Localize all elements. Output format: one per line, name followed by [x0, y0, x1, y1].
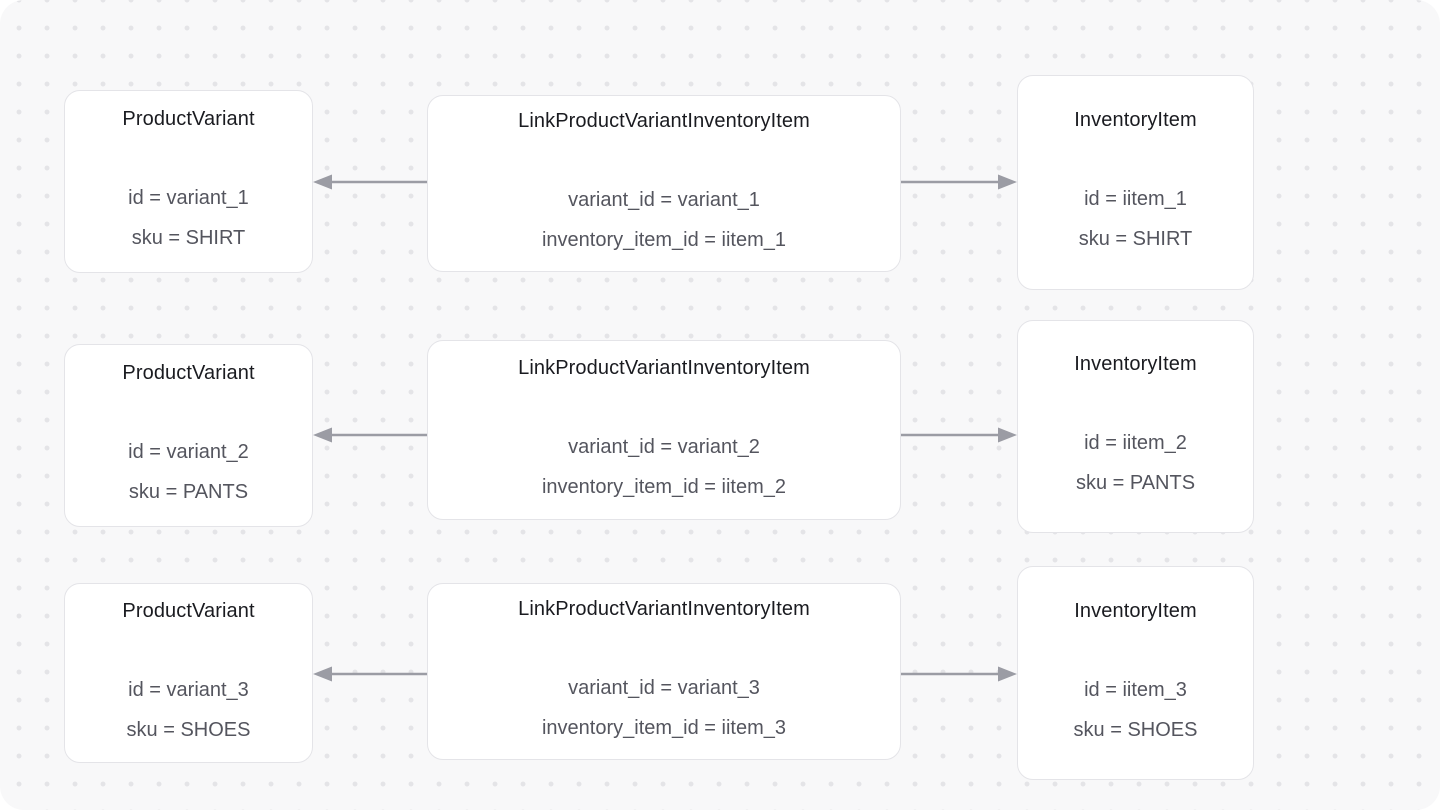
node-field-id: id = iitem_2 — [1084, 432, 1187, 454]
node-field-sku: sku = SHOES — [126, 718, 251, 741]
node-productvariant-1: ProductVariant id = variant_1 sku = SHIR… — [64, 90, 313, 273]
node-field-id: id = variant_3 — [128, 678, 249, 701]
node-field-sku: sku = SHIRT — [1078, 228, 1193, 250]
node-fields: id = iitem_3 sku = SHOES — [1074, 670, 1198, 750]
node-title: LinkProductVariantInventoryItem — [518, 356, 810, 379]
node-fields: id = variant_2 sku = PANTS — [128, 432, 249, 512]
node-field-id: id = variant_1 — [128, 187, 249, 209]
node-productvariant-3: ProductVariant id = variant_3 sku = SHOE… — [64, 583, 313, 763]
arrow-left-icon — [313, 427, 427, 443]
node-inventoryitem-2: InventoryItem id = iitem_2 sku = PANTS — [1017, 320, 1254, 533]
arrow-left-icon — [313, 174, 427, 190]
node-field-inventory-item-id: inventory_item_id = iitem_3 — [541, 717, 786, 739]
node-field-inventory-item-id: inventory_item_id = iitem_2 — [541, 475, 786, 498]
node-inventoryitem-3: InventoryItem id = iitem_3 sku = SHOES — [1017, 566, 1254, 780]
node-inventoryitem-1: InventoryItem id = iitem_1 sku = SHIRT — [1017, 75, 1254, 290]
node-link-productvariant-inventoryitem-1: LinkProductVariantInventoryItem variant_… — [427, 95, 901, 272]
node-field-sku: sku = SHIRT — [131, 227, 246, 249]
arrow-left-icon — [313, 666, 427, 682]
node-link-productvariant-inventoryitem-2: LinkProductVariantInventoryItem variant_… — [427, 340, 901, 520]
node-fields: id = iitem_2 sku = PANTS — [1076, 423, 1195, 503]
arrow-right-icon — [901, 427, 1017, 443]
node-field-variant-id: variant_id = variant_3 — [568, 677, 760, 699]
node-fields: variant_id = variant_2 inventory_item_id… — [542, 427, 786, 507]
node-fields: id = variant_3 sku = SHOES — [127, 670, 251, 750]
node-field-variant-id: variant_id = variant_2 — [568, 435, 760, 458]
node-title: LinkProductVariantInventoryItem — [518, 110, 810, 132]
node-fields: id = iitem_1 sku = SHIRT — [1079, 179, 1193, 259]
node-title: InventoryItem — [1074, 353, 1197, 375]
node-fields: variant_id = variant_1 inventory_item_id… — [542, 180, 786, 260]
node-title: ProductVariant — [122, 599, 255, 622]
node-fields: id = variant_1 sku = SHIRT — [128, 178, 249, 258]
node-title: LinkProductVariantInventoryItem — [518, 598, 810, 620]
node-field-sku: sku = PANTS — [1075, 472, 1196, 494]
node-productvariant-2: ProductVariant id = variant_2 sku = PANT… — [64, 344, 313, 527]
node-fields: variant_id = variant_3 inventory_item_id… — [542, 668, 786, 748]
node-field-sku: sku = SHOES — [1073, 718, 1198, 741]
node-title: InventoryItem — [1074, 109, 1197, 131]
arrow-right-icon — [901, 666, 1017, 682]
node-field-id: id = variant_2 — [128, 441, 249, 463]
node-field-variant-id: variant_id = variant_1 — [568, 189, 760, 211]
node-title: ProductVariant — [122, 362, 255, 384]
node-title: ProductVariant — [122, 108, 255, 130]
node-link-productvariant-inventoryitem-3: LinkProductVariantInventoryItem variant_… — [427, 583, 901, 760]
arrow-right-icon — [901, 174, 1017, 190]
node-title: InventoryItem — [1074, 599, 1197, 622]
node-field-id: id = iitem_3 — [1084, 678, 1187, 701]
node-field-inventory-item-id: inventory_item_id = iitem_1 — [541, 229, 786, 251]
node-field-sku: sku = PANTS — [128, 481, 249, 503]
node-field-id: id = iitem_1 — [1084, 188, 1187, 210]
